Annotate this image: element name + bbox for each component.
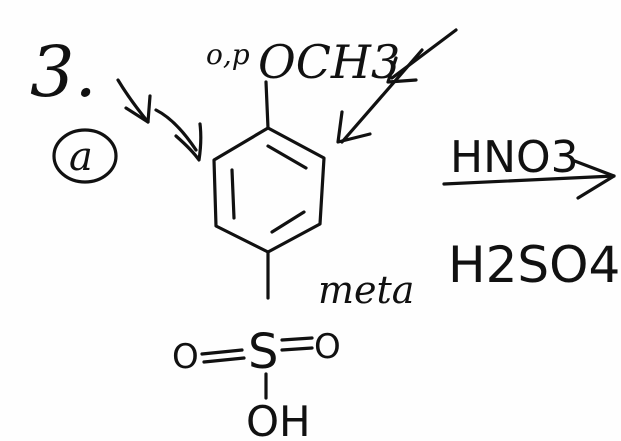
arrow-head — [174, 122, 203, 162]
arrow-head — [570, 158, 616, 200]
ortho-para-label: o,p — [206, 38, 250, 71]
circled-a-label: a — [52, 128, 118, 184]
arrow-head — [124, 94, 152, 124]
reagent-sulfuric-acid: H2SO4 — [448, 236, 620, 294]
ring-double-bond — [266, 144, 308, 170]
bond-to-methoxy — [264, 80, 270, 130]
arrow-to-ortho-left-lower — [154, 108, 203, 162]
problem-number: 3. — [30, 31, 97, 113]
oxygen-right: O — [314, 327, 341, 367]
oxygen-left: O — [172, 337, 199, 377]
double-bond-left-top — [200, 348, 244, 356]
arrow-head — [386, 56, 418, 84]
arrow-shaft — [442, 174, 616, 186]
label-letter: a — [69, 134, 93, 180]
double-bond-right-top — [280, 336, 314, 342]
arrow-to-ortho-left-upper — [116, 78, 152, 124]
arrow-shaft — [390, 28, 458, 80]
arrow-to-methoxy — [386, 28, 458, 84]
ring-double-bond — [270, 210, 306, 234]
hydroxyl-group: OH — [246, 397, 311, 441]
arrow-shaft — [116, 78, 150, 124]
double-bond-left-bottom — [202, 356, 246, 364]
meta-label: meta — [318, 268, 414, 312]
methoxy-group: OCH3 — [258, 35, 400, 89]
reagent-nitric-acid: HNO3 — [450, 132, 579, 183]
double-bond-right-bottom — [280, 346, 314, 352]
sulfur-atom: S — [248, 324, 278, 380]
benzene-ring — [212, 80, 326, 300]
sulfonic-acid-group: S O O OH — [172, 324, 341, 441]
arrow-shaft — [154, 108, 198, 152]
label-circle — [52, 128, 118, 184]
reaction-arrow — [442, 158, 616, 200]
arrow-head — [336, 110, 372, 144]
ring-double-bond — [230, 168, 236, 220]
